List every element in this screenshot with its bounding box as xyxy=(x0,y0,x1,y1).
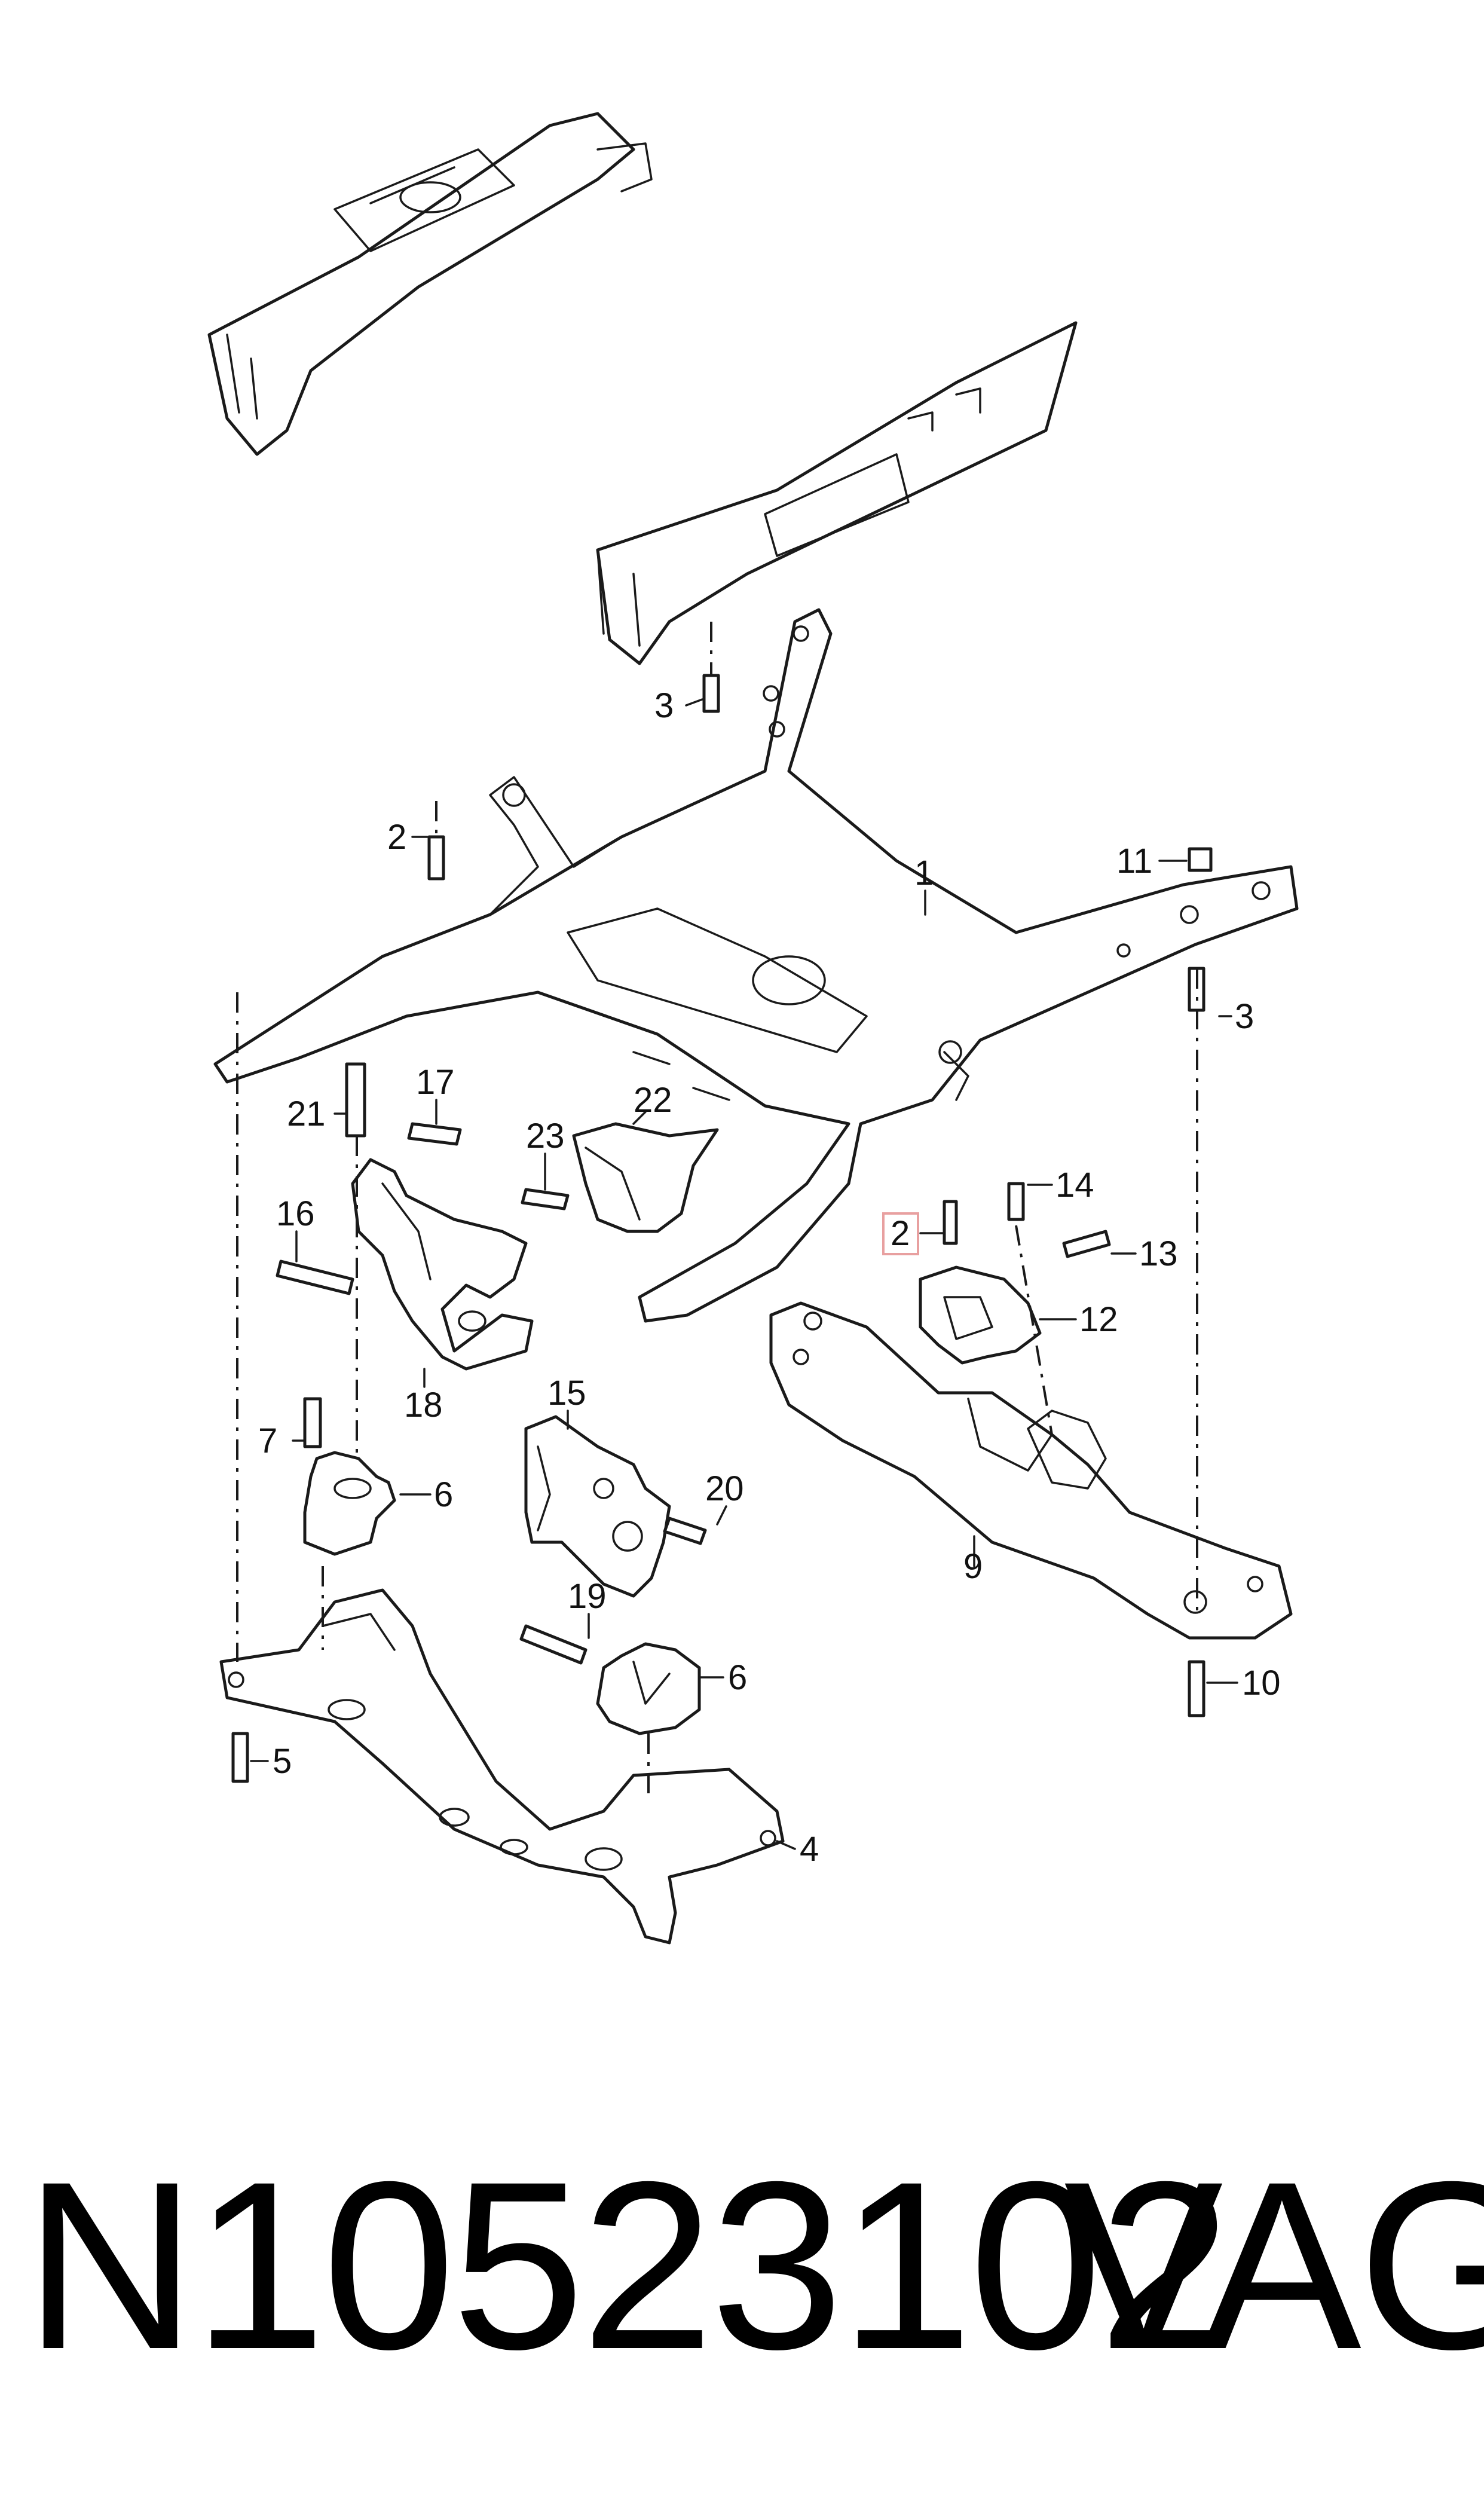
rear-carrier-4 xyxy=(219,1588,785,1945)
callout-14: 14 xyxy=(1055,1166,1094,1204)
leader-lines xyxy=(250,698,1238,1850)
callout-2: 2 xyxy=(891,1214,910,1253)
callout-7: 7 xyxy=(258,1421,277,1460)
callout-15: 15 xyxy=(547,1374,586,1413)
callout-1: 1 xyxy=(914,854,934,892)
callout-3: 3 xyxy=(654,686,674,725)
callout-20: 20 xyxy=(705,1469,744,1508)
callout-2: 2 xyxy=(387,818,406,857)
cover-22 xyxy=(572,1122,719,1233)
engine-mount-6-left xyxy=(303,1451,396,1556)
callout-10: 10 xyxy=(1242,1664,1281,1702)
part-number: N10523102 xyxy=(24,2132,1232,2399)
callout-17: 17 xyxy=(416,1063,455,1102)
crossmember-9 xyxy=(769,1301,1293,1640)
callout-3: 3 xyxy=(1235,997,1254,1036)
highlight-box xyxy=(882,1212,919,1255)
callout-18: 18 xyxy=(404,1386,443,1424)
callout-9: 9 xyxy=(963,1547,983,1586)
callout-19: 19 xyxy=(568,1577,607,1616)
engine-mount-6-right xyxy=(596,1642,701,1735)
upper-left-body-rail xyxy=(207,112,653,456)
subframe-1 xyxy=(213,608,1299,1323)
callout-11: 11 xyxy=(1116,842,1152,881)
callout-12: 12 xyxy=(1079,1300,1118,1339)
callout-labels: 3 2 1 11 3 21 17 22 23 16 14 2 13 12 18 … xyxy=(258,686,1281,1869)
callout-22: 22 xyxy=(634,1081,672,1120)
gearbox-mount-12 xyxy=(919,1265,1042,1365)
alignment-lines xyxy=(236,622,1198,1793)
callout-21: 21 xyxy=(287,1095,326,1133)
callout-23: 23 xyxy=(526,1117,565,1155)
bracket-18 xyxy=(351,1158,534,1371)
callout-5: 5 xyxy=(273,1742,292,1781)
bolts xyxy=(231,674,1213,1783)
callout-6: 6 xyxy=(728,1658,747,1697)
callout-13: 13 xyxy=(1139,1234,1178,1273)
brand-name: VAG xyxy=(1064,2132,1484,2399)
bracket-15 xyxy=(524,1415,671,1598)
callout-16: 16 xyxy=(276,1194,315,1233)
callout-4: 4 xyxy=(800,1830,819,1869)
callout-6: 6 xyxy=(434,1475,453,1514)
upper-right-body-rail xyxy=(596,321,1078,665)
exploded-view-drawing: 3 2 1 11 3 21 17 22 23 16 14 2 13 12 18 … xyxy=(207,112,1299,1945)
